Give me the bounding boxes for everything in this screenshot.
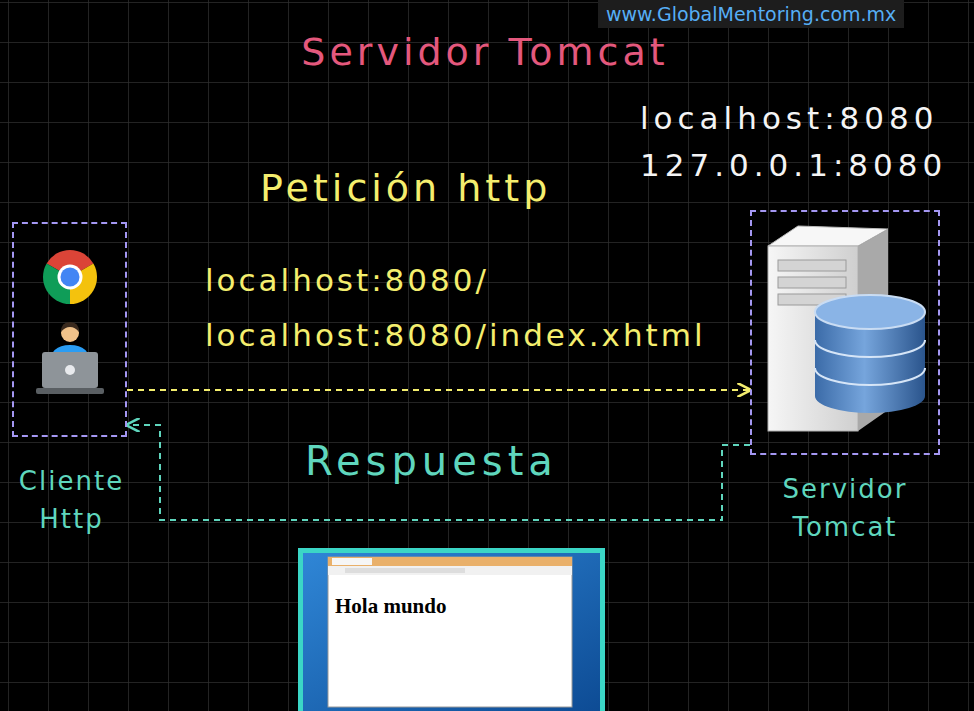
drive-bay (778, 277, 846, 288)
server-box: Servidor Tomcat (750, 210, 940, 455)
desktop (303, 553, 600, 711)
node-text: Hola mundo (335, 593, 446, 619)
drive-bay (778, 260, 846, 271)
response-heading: Respuesta (305, 438, 558, 484)
chrome-ring (58, 265, 83, 290)
address-bar (328, 566, 572, 575)
address-label: localhost:8080 (640, 100, 939, 136)
request-url: localhost:8080/index.xhtml (205, 317, 706, 353)
node-text: Servidor Tomcat (752, 470, 938, 546)
browser-window (328, 557, 572, 707)
laptop-logo (65, 365, 75, 375)
request-heading: Petición http (260, 166, 551, 210)
address-field (345, 568, 465, 573)
request-url: localhost:8080/ (205, 262, 489, 298)
laptop-base (36, 388, 104, 394)
diagram-title: Servidor Tomcat (301, 30, 668, 74)
browser-screenshot (303, 553, 600, 711)
user-icon (36, 322, 104, 394)
dashed-arrow (127, 389, 750, 391)
user-hair (61, 322, 79, 332)
watermark: www.GlobalMentoring.com.mx (598, 0, 904, 28)
address-label: 127.0.0.1:8080 (640, 147, 947, 183)
laptop-screen (42, 352, 98, 388)
dashed-arrow (127, 425, 750, 520)
node-text: Cliente Http (0, 462, 151, 538)
tab-bar (328, 557, 572, 566)
database-band (815, 340, 925, 357)
chrome-center (61, 268, 80, 287)
tab (332, 558, 372, 565)
server-icon (768, 226, 925, 431)
database-top (815, 295, 925, 329)
browser-frame: Hola mundo (298, 548, 605, 711)
database-band (815, 368, 925, 385)
client-box: Cliente Http (12, 222, 127, 437)
chrome-icon (43, 250, 97, 304)
